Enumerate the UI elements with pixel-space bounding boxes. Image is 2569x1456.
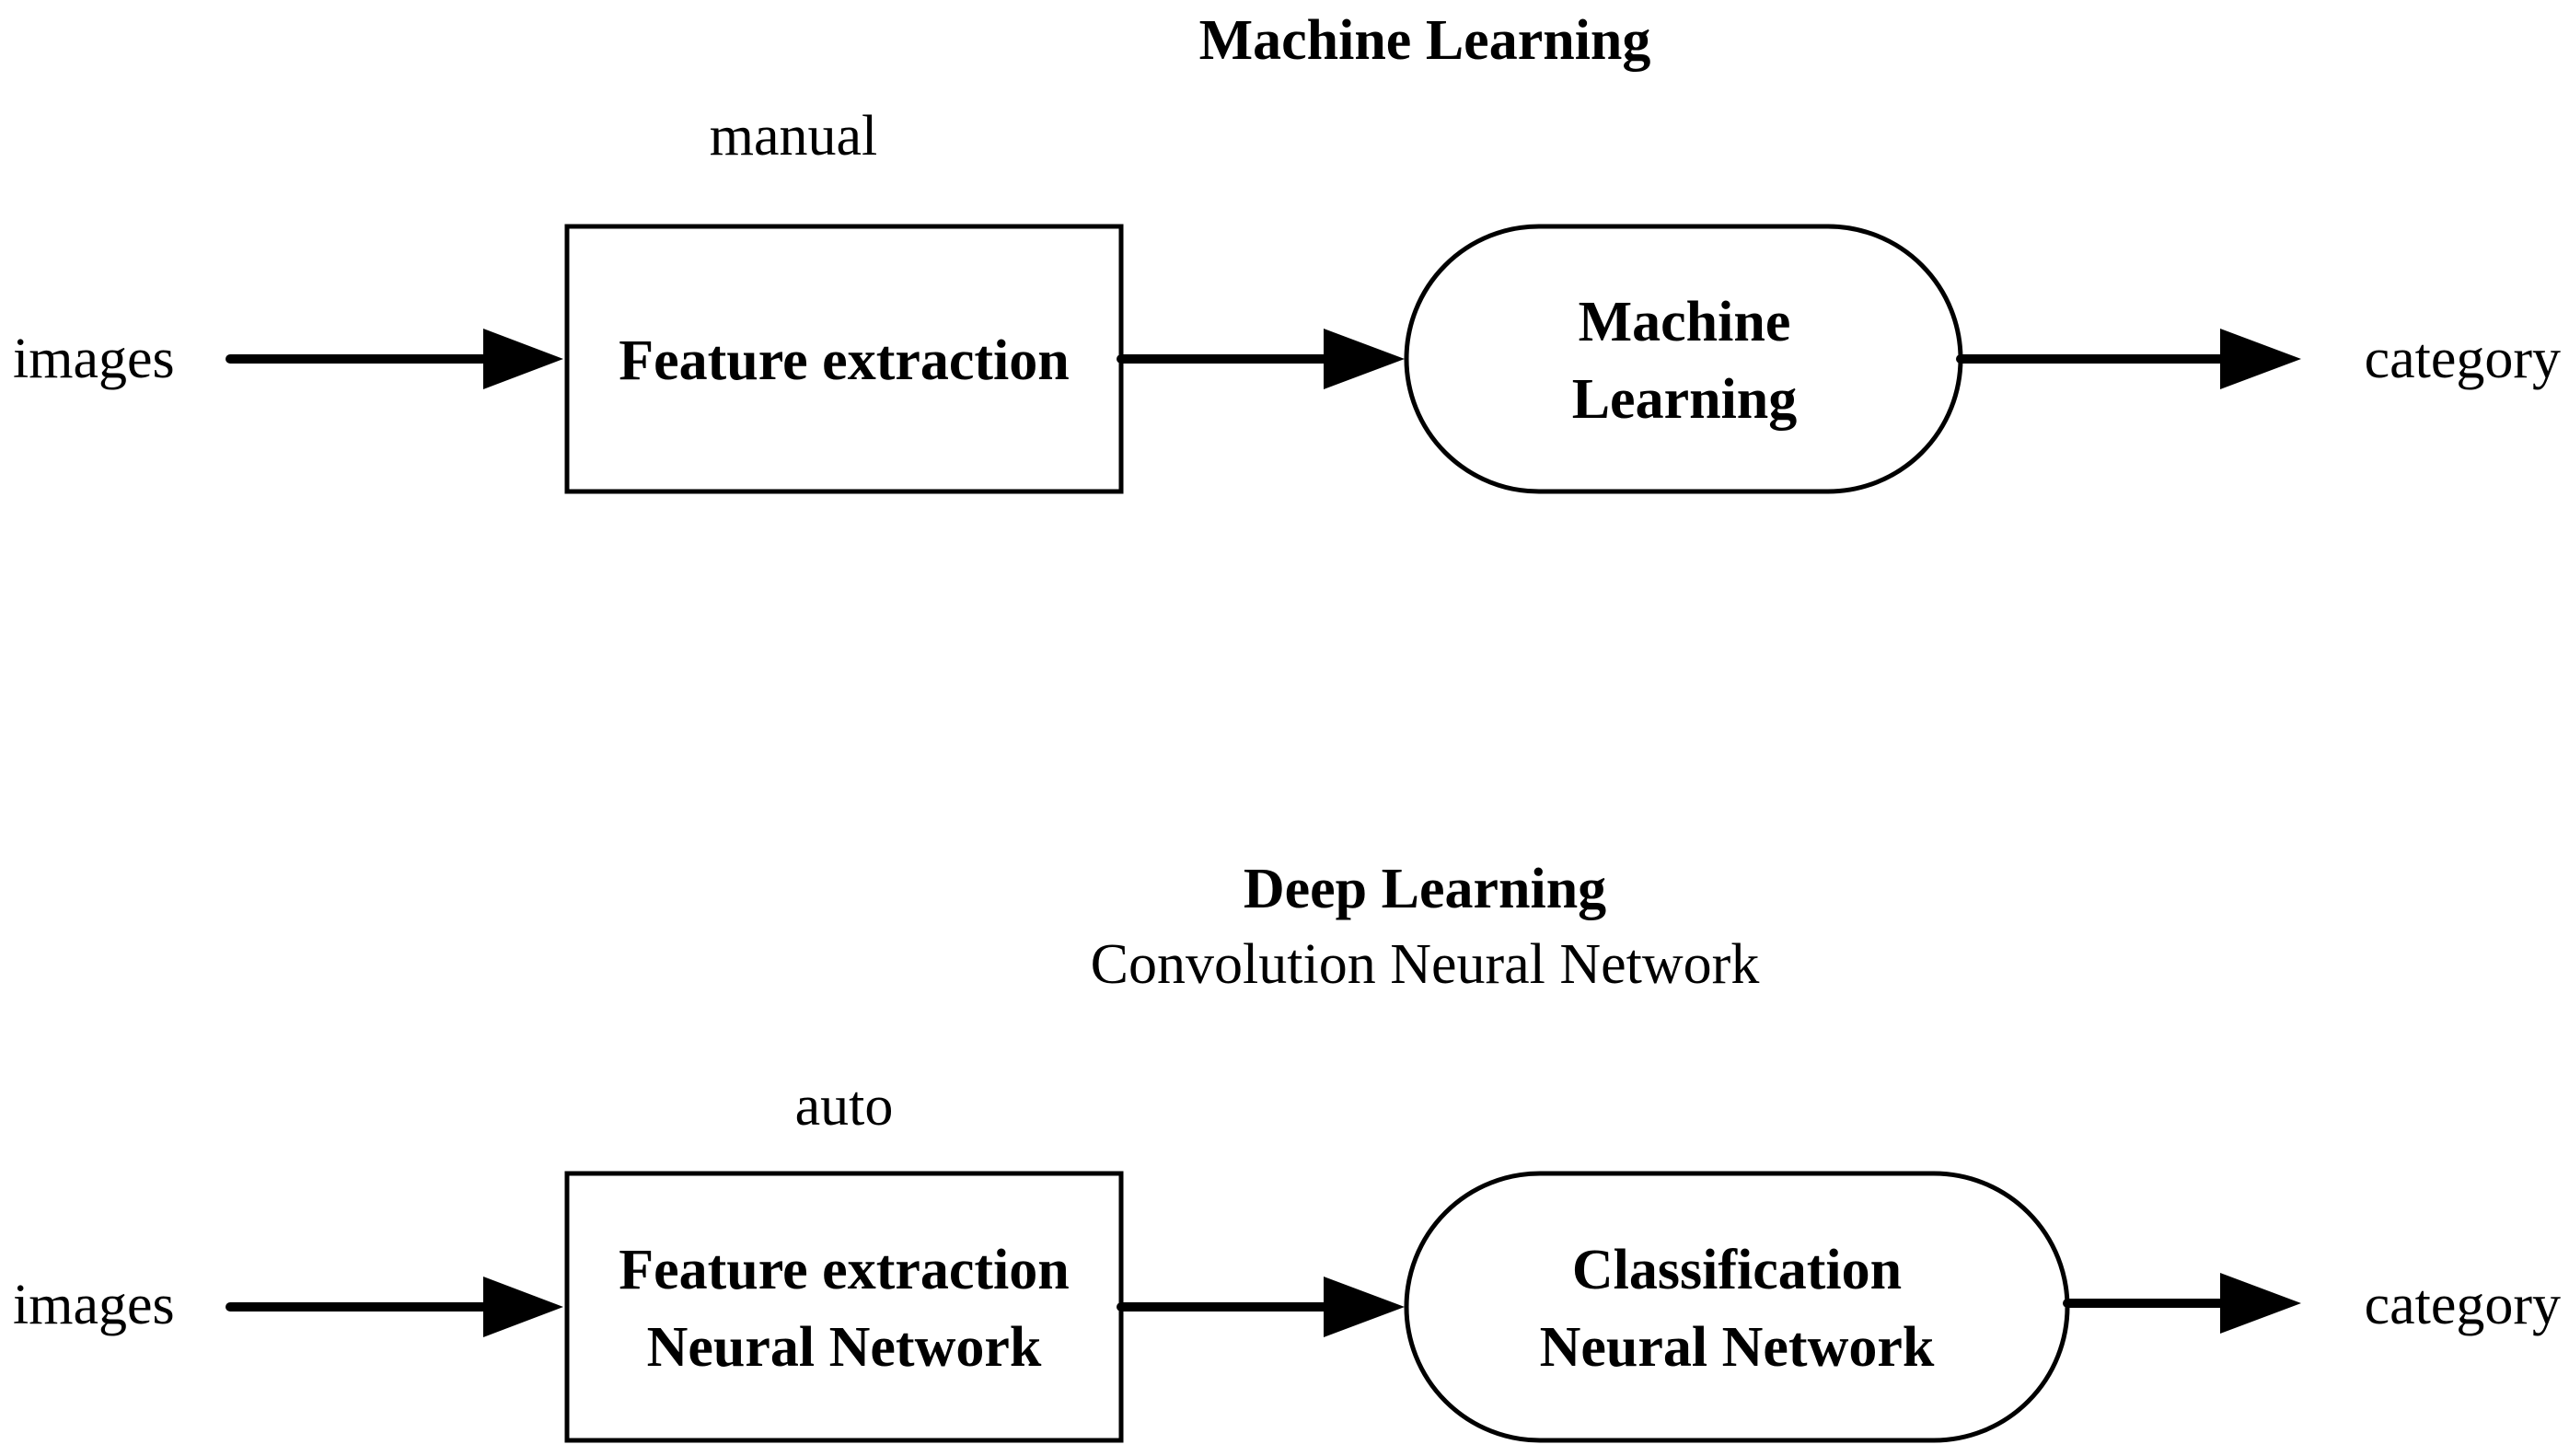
dl-classification-box: Classification Neural Network	[1404, 1171, 2070, 1443]
deep-learning-section: Deep Learning Convolution Neural Network…	[13, 858, 2561, 1443]
ml-title: Machine Learning	[1199, 9, 1651, 72]
ml-input-label: images	[13, 328, 175, 390]
ml-machine-learning-label-line1: Machine	[1579, 291, 1791, 353]
dl-classification-label-line1: Classification	[1572, 1239, 1902, 1301]
ml-feature-extraction-box: Feature extraction	[564, 224, 1124, 494]
machine-learning-section: Machine Learning manual images Feature e…	[13, 9, 2561, 494]
ml-manual-label: manual	[710, 105, 878, 168]
dl-arrow-input	[226, 1277, 563, 1337]
dl-arrow-middle	[1117, 1277, 1405, 1337]
ml-machine-learning-box: Machine Learning	[1404, 224, 1963, 494]
ml-arrow-input	[226, 329, 563, 389]
ml-arrow-middle	[1117, 329, 1405, 389]
ml-output-label: category	[2365, 328, 2561, 390]
dl-feature-extraction-box: Feature extraction Neural Network	[564, 1171, 1124, 1443]
dl-title: Deep Learning	[1244, 858, 1606, 920]
dl-output-label: category	[2365, 1274, 2561, 1336]
dl-feature-extraction-label-line2: Neural Network	[647, 1316, 1042, 1379]
ml-feature-extraction-label: Feature extraction	[619, 329, 1070, 392]
dl-auto-label: auto	[795, 1075, 894, 1138]
dl-classification-label-line2: Neural Network	[1540, 1316, 1935, 1379]
dl-feature-extraction-label-line1: Feature extraction	[619, 1239, 1070, 1301]
dl-input-label: images	[13, 1274, 175, 1336]
ml-machine-learning-label-line2: Learning	[1572, 368, 1798, 431]
ml-arrow-output	[1956, 329, 2301, 389]
dl-subtitle: Convolution Neural Network	[1091, 933, 1760, 996]
dl-arrow-output	[2063, 1273, 2301, 1334]
